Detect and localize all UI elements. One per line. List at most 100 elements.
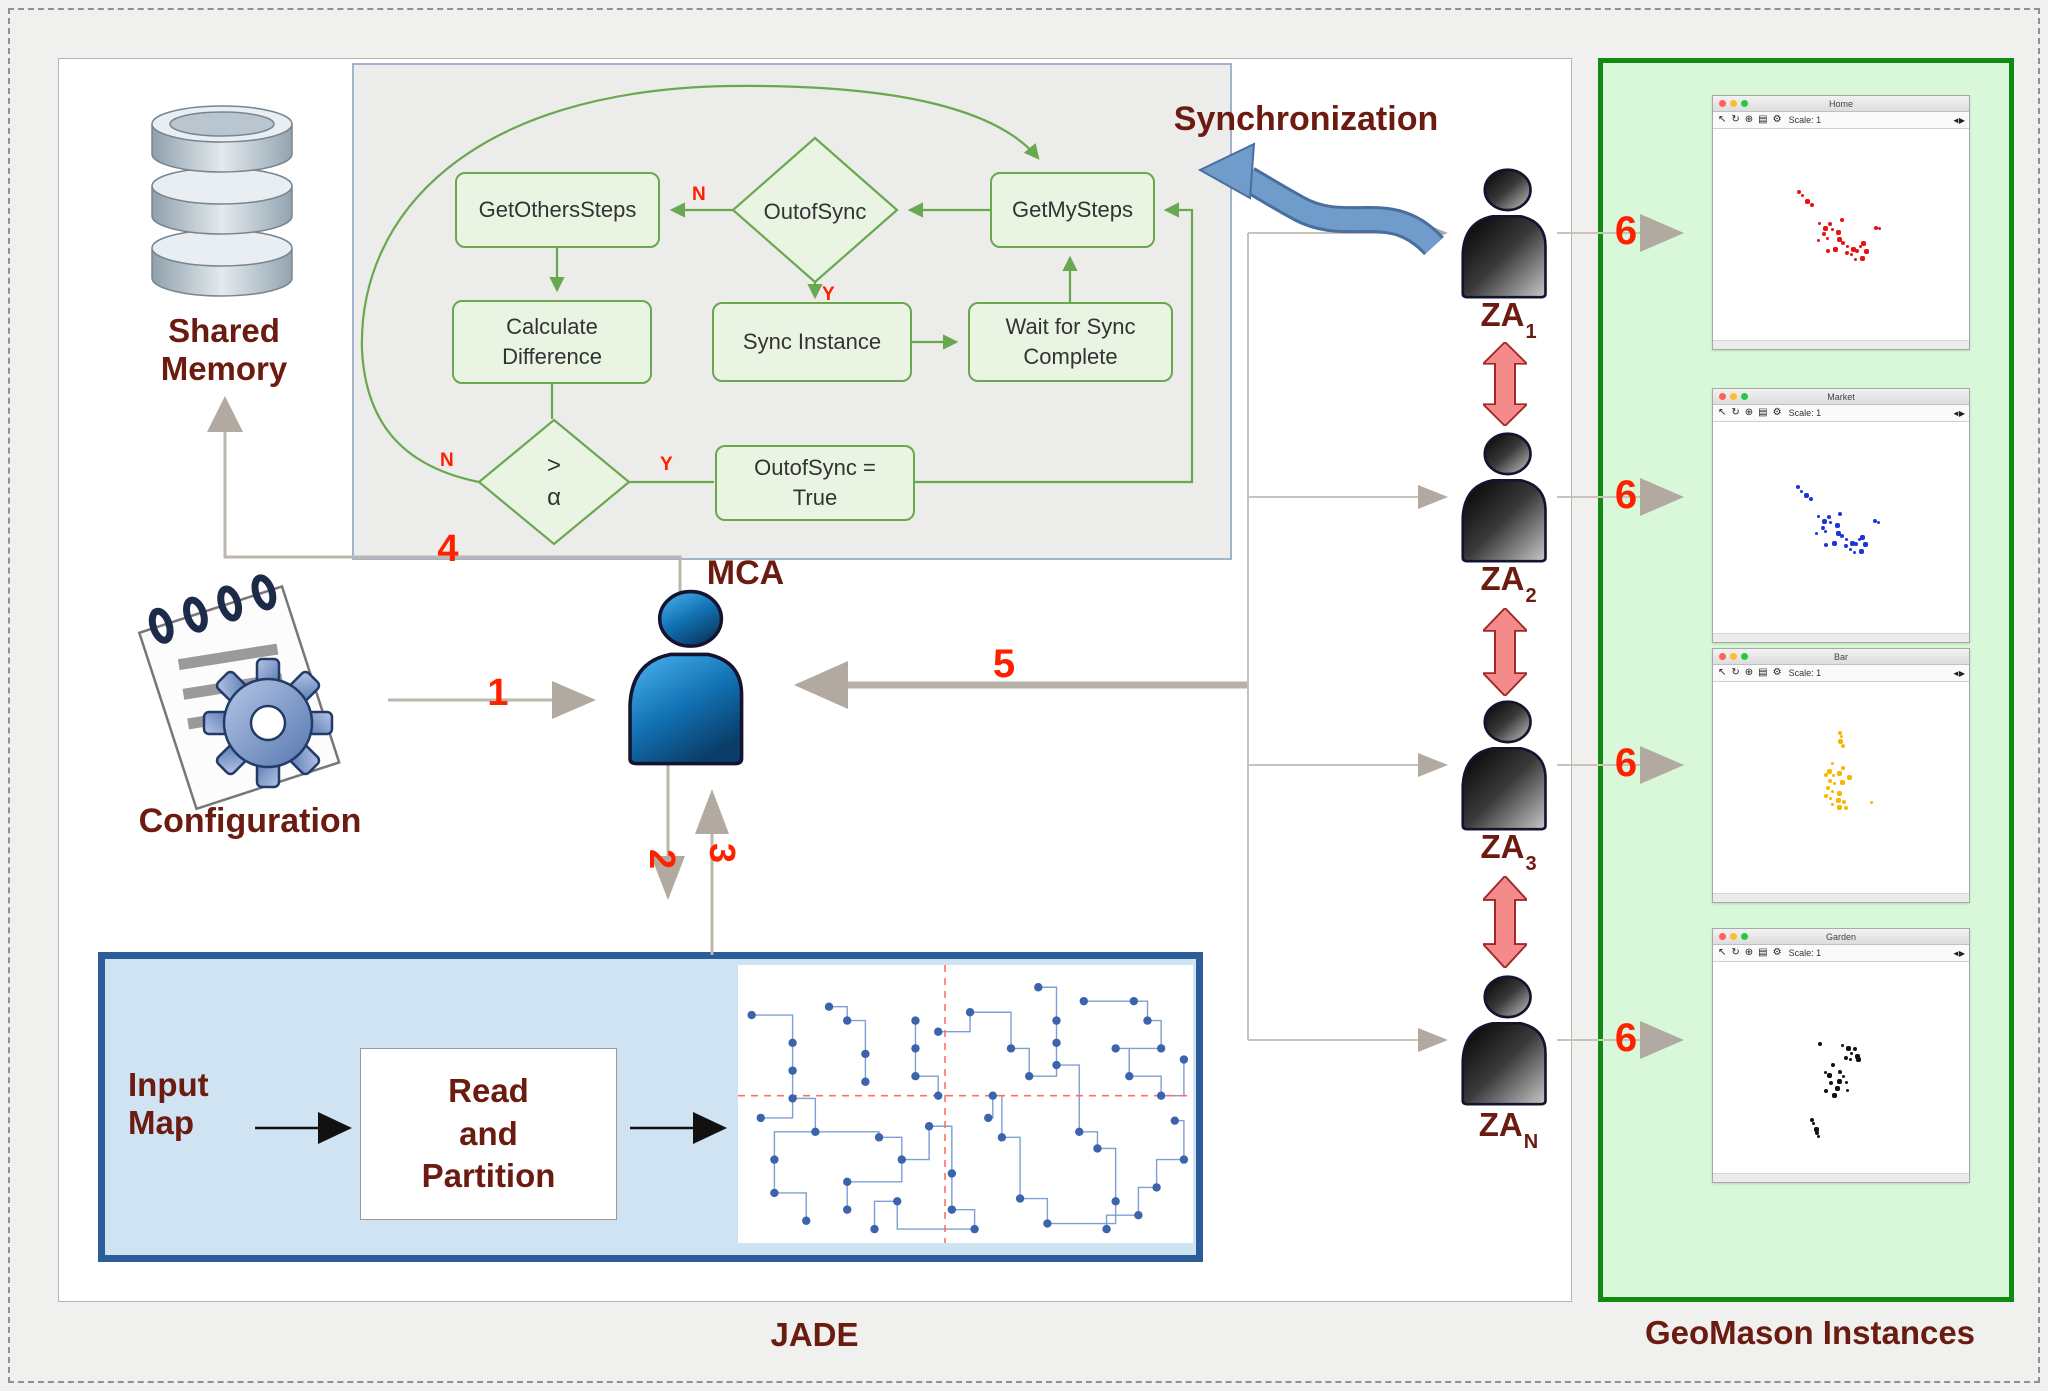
map-road [1029,1065,1058,1077]
agent-dot [1841,744,1845,749]
window-titlebar[interactable]: Garden [1713,929,1969,945]
refresh-icon[interactable]: ↻ [1731,947,1740,958]
options-icon[interactable]: ⚙ [1772,667,1782,678]
node-wait-for-sync: Wait for Sync Complete [968,302,1173,382]
map-road [1011,1047,1030,1077]
window-toolbar: ↖ ↻ ⊕ ▤ ⚙ Scale: 1 ◄▶ [1713,945,1969,962]
layers-icon[interactable]: ▤ [1758,947,1768,958]
map-road [951,1208,976,1230]
hand-icon[interactable]: ⊕ [1744,407,1754,418]
agent-dot [1809,496,1813,501]
agent-dot [1838,1069,1843,1074]
window-toolbar: ↖ ↻ ⊕ ▤ ⚙ Scale: 1 ◄▶ [1713,112,1969,129]
map-road [1105,1214,1139,1230]
window-titlebar[interactable]: Home [1713,96,1969,112]
simulation-canvas [1713,682,1969,893]
agent-dot [1842,800,1847,805]
map-road [847,1019,867,1054]
map-dot [970,1224,979,1234]
agent-dot [1810,1118,1815,1123]
close-button[interactable] [1719,653,1726,660]
minimize-button[interactable] [1730,933,1737,940]
map-dot [1093,1144,1102,1153]
options-icon[interactable]: ⚙ [1772,947,1782,958]
map-dot [1102,1224,1111,1234]
zoom-button[interactable] [1741,393,1748,400]
agent-dot [1832,541,1838,547]
zoom-button[interactable] [1741,100,1748,107]
map-dot [861,1049,870,1059]
nav-arrows-icon[interactable]: ◄▶ [1951,948,1965,958]
agent-dot [1849,541,1855,547]
node-outofsync-label: OutofSync [763,199,867,224]
agent-dot [1824,543,1829,548]
layers-icon[interactable]: ▤ [1758,667,1768,678]
scale-field[interactable]: Scale: 1 [1788,948,1822,958]
map-road [879,1136,903,1160]
zoom-button[interactable] [1741,653,1748,660]
node-label-line2: Difference [502,344,602,369]
agent-dot [1803,492,1809,498]
select-icon[interactable]: ↖ [1718,947,1727,958]
window-toolbar: ↖ ↻ ⊕ ▤ ⚙ Scale: 1 ◄▶ [1713,665,1969,682]
close-button[interactable] [1719,100,1726,107]
map-road [792,1097,817,1132]
hand-icon[interactable]: ⊕ [1744,667,1754,678]
map-road [1174,1119,1185,1160]
refresh-icon[interactable]: ↻ [1731,667,1740,678]
map-dot [997,1133,1007,1142]
refresh-icon[interactable]: ↻ [1731,407,1740,418]
map-dot [870,1224,879,1234]
window-titlebar[interactable]: Market [1713,389,1969,405]
layers-icon[interactable]: ▤ [1758,114,1768,125]
zoom-button[interactable] [1741,933,1748,940]
minimize-button[interactable] [1730,653,1737,660]
hand-icon[interactable]: ⊕ [1744,947,1754,958]
scale-field[interactable]: Scale: 1 [1788,408,1822,418]
options-icon[interactable]: ⚙ [1772,114,1782,125]
step-2-label: 2 [642,848,683,870]
map-road [929,1125,953,1174]
scale-field[interactable]: Scale: 1 [1788,668,1822,678]
branch-label-yes-1: Y [822,284,835,305]
agent-dot [1824,529,1828,533]
close-button[interactable] [1719,933,1726,940]
agent-dot [1801,194,1805,198]
refresh-icon[interactable]: ↻ [1731,114,1740,125]
agent-dot [1841,1044,1844,1048]
nav-arrows-icon[interactable]: ◄▶ [1951,115,1965,125]
agent-dot [1821,519,1827,525]
scale-field[interactable]: Scale: 1 [1788,115,1822,125]
select-icon[interactable]: ↖ [1718,407,1727,418]
geomason-window-garden: Garden ↖ ↻ ⊕ ▤ ⚙ Scale: 1 ◄▶ [1712,928,1970,1183]
za2-label: ZA2 [1480,560,1537,607]
map-dot [911,1016,920,1025]
map-dot [843,1177,852,1187]
map-road [1115,1047,1130,1077]
nav-arrows-icon[interactable]: ◄▶ [1951,408,1965,418]
agent-dot [1878,227,1882,231]
node-getmysteps: GetMySteps [990,172,1155,248]
map-road [1001,1136,1021,1199]
nav-arrows-icon[interactable]: ◄▶ [1951,668,1965,678]
select-icon[interactable]: ↖ [1718,667,1727,678]
map-dot [843,1016,852,1025]
map-road [1020,1197,1049,1224]
hand-icon[interactable]: ⊕ [1744,114,1754,125]
map-dot [1043,1219,1052,1228]
agent-dot [1839,533,1844,538]
options-icon[interactable]: ⚙ [1772,407,1782,418]
minimize-button[interactable] [1730,100,1737,107]
agent-dot [1820,526,1825,531]
agent-dot [1842,1074,1846,1078]
geomason-window-bar: Bar ↖ ↻ ⊕ ▤ ⚙ Scale: 1 ◄▶ [1712,648,1970,903]
branch-label-yes-2: Y [660,454,673,475]
layers-icon[interactable]: ▤ [1758,407,1768,418]
window-title: Market [1827,391,1855,402]
agent-dot [1837,790,1843,796]
map-dot [770,1188,779,1198]
window-titlebar[interactable]: Bar [1713,649,1969,665]
select-icon[interactable]: ↖ [1718,114,1727,125]
close-button[interactable] [1719,393,1726,400]
minimize-button[interactable] [1730,393,1737,400]
